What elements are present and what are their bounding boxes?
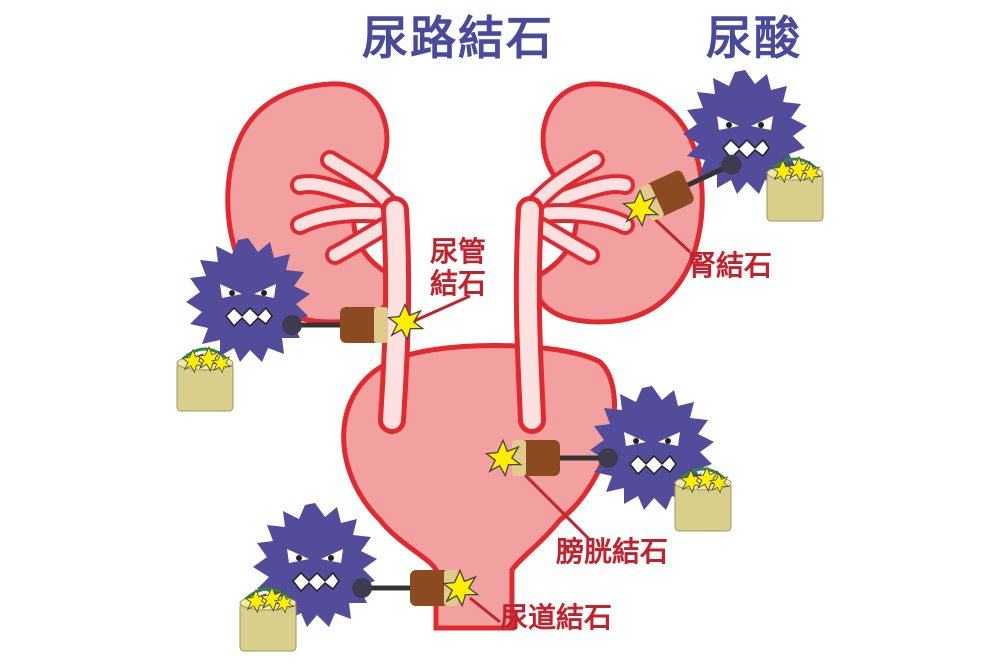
uric-acid-title: 尿酸 — [706, 11, 802, 65]
urethra-pointer-line — [469, 596, 501, 624]
main-title: 尿路結石 — [362, 11, 554, 65]
left-ureter — [378, 196, 412, 434]
bladder — [341, 343, 618, 631]
urethra-stone-label: 尿道結石 — [500, 601, 613, 634]
ureter-stone-label-line1: 尿管 — [430, 235, 487, 268]
ureter-pointer-line — [411, 294, 471, 324]
bladder-stone-label: 膀胱結石 — [556, 535, 669, 568]
right-ureter — [513, 196, 546, 434]
ureter-stone-label-line2: 結石 — [430, 267, 487, 300]
kidney-stone-label: 腎結石 — [688, 249, 773, 282]
